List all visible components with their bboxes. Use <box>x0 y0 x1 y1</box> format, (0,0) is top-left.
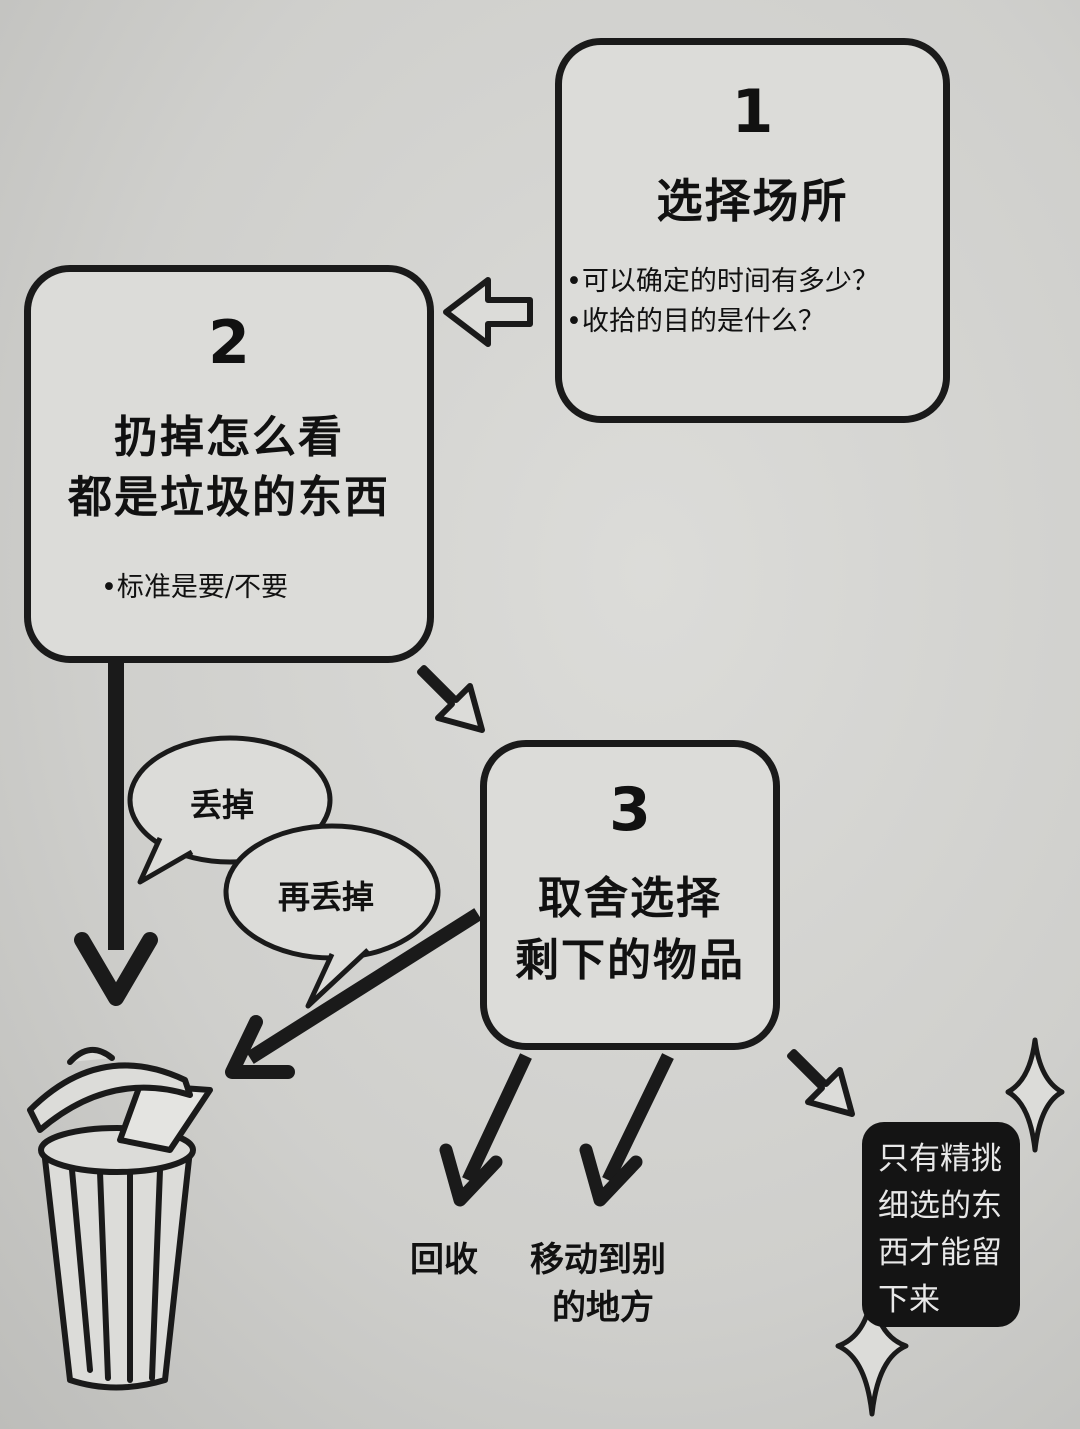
outcome-move-line1: 移动到别 <box>530 1240 666 1280</box>
speech-bubble-1 <box>127 735 333 885</box>
note-line-3: 西才能留 <box>878 1235 1002 1271</box>
outcome-recycle: 回收 <box>410 1240 478 1280</box>
step1-number: 1 <box>731 77 774 147</box>
step2-title-line2: 都是垃圾的东西 <box>68 472 390 523</box>
step2-bullet: •标准是要/不要 <box>101 572 289 603</box>
step1-bullet-1: •可以确定的时间有多少？ <box>566 266 879 297</box>
outline-arrow-left <box>443 277 533 347</box>
step2-box: 2 扔掉怎么看 都是垃圾的东西 •标准是要/不要 <box>24 265 434 663</box>
note-line-1: 只有精挑 <box>878 1141 1002 1177</box>
step1-box: 1 选择场所 <box>555 38 950 423</box>
note-text: 只有精挑 细选的东 西才能留 下来 <box>878 1136 1018 1324</box>
note-line-4: 下来 <box>878 1282 940 1318</box>
arrow-box3-to-trash <box>246 908 482 1064</box>
trash-can-icon <box>27 1047 213 1391</box>
note-line-2: 细选的东 <box>878 1188 1002 1224</box>
step3-title-line1: 取舍选择 <box>538 873 722 924</box>
outline-arrow-to-note <box>787 1049 855 1117</box>
step3-box: 3 取舍选择 剩下的物品 <box>480 740 780 1050</box>
step1-title: 选择场所 <box>656 174 849 228</box>
speech-bubble-2 <box>223 823 441 1009</box>
bubble-text-2: 再丢掉 <box>278 878 375 916</box>
step2-title-line1: 扔掉怎么看 <box>114 412 344 463</box>
sparkle-icon-top <box>1005 1037 1065 1153</box>
step1-bullet-2: •收拾的目的是什么？ <box>566 306 825 337</box>
step3-title-line2: 剩下的物品 <box>515 935 745 986</box>
arrow-to-move <box>602 1053 674 1183</box>
arrow-to-recycle <box>462 1053 532 1183</box>
outline-arrow-down-right <box>417 665 485 733</box>
outcome-move-line2: 的地方 <box>552 1288 654 1328</box>
step3-number: 3 <box>609 775 651 845</box>
note-card <box>862 1122 1020 1327</box>
bubble-text-1: 丢掉 <box>190 786 255 824</box>
step2-number: 2 <box>208 308 250 378</box>
sparkle-icon-bottom <box>835 1291 909 1417</box>
